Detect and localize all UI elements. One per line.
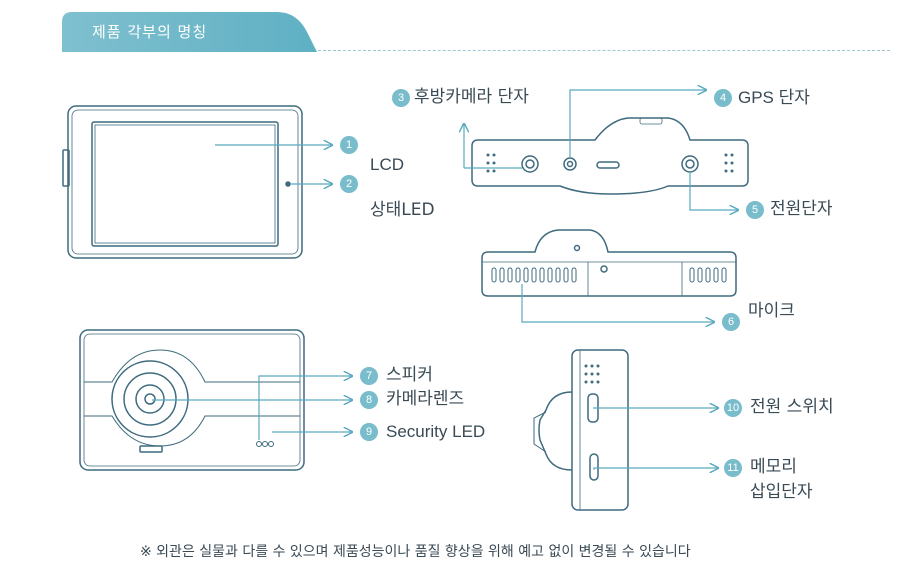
device-top-view [471,117,749,195]
part-label-gps-port: GPS 단자 [738,88,810,107]
device-front-view [62,105,303,259]
part-number-badge: 5 [746,201,764,219]
part-label-memory-slot-line2: 삽입단자 [750,482,813,502]
part-label-camera-lens: 카메라렌즈 [386,389,465,409]
part-number-badge: 6 [722,313,740,331]
mic-pointer [521,284,714,322]
header-divider [318,50,890,51]
part-label-power-switch: 전원 스위치 [750,397,834,417]
part-label-rear-camera-port: 후방카메라 단자 [414,87,529,107]
header-tab [62,12,317,52]
disclaimer-footnote: ※ 외관은 실물과 다를 수 있으며 제품성능이나 품질 향상을 위해 예고 없… [140,544,691,560]
rear-view-pointers [152,376,352,440]
part-number-badge: 2 [340,175,358,193]
top-view-pointers [464,90,738,210]
part-number-badge: 1 [340,136,358,154]
part-label-memory-slot-line1: 메모리 [750,457,797,477]
part-label-power-port: 전원단자 [770,199,833,219]
side-view-pointers [593,408,718,470]
part-label-security-led: Security LED [386,422,486,441]
lcd-pointer [215,145,332,184]
part-label-lcd: LCD [370,155,405,174]
part-label-speaker: 스피커 [386,365,433,385]
device-side-view [533,349,629,511]
part-number-badge: 11 [724,459,742,477]
section-title: 제품 각부의 명칭 [92,23,208,41]
device-bottom-view [481,229,737,297]
part-number-badge: 3 [392,89,410,107]
part-number-badge: 10 [724,399,742,417]
part-number-badge: 8 [360,391,378,409]
part-number-badge: 7 [360,367,378,385]
part-number-badge: 9 [360,423,378,441]
part-number-badge: 4 [714,89,732,107]
part-label-microphone: 마이크 [748,301,795,321]
part-label-status-led: 상태LED [370,200,435,220]
